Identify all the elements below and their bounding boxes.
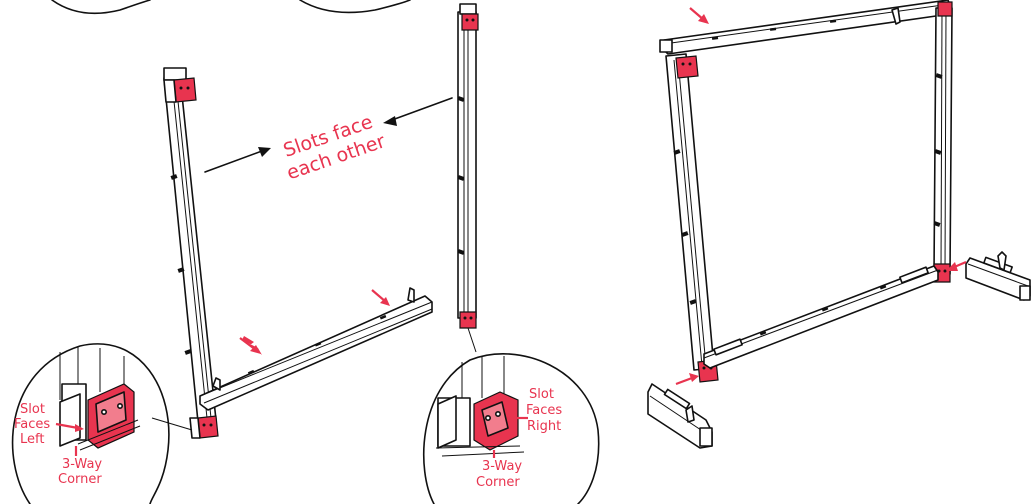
right-upright-post — [457, 3, 477, 319]
svg-text:3-Way: 3-Way — [482, 459, 522, 474]
svg-text:Slot: Slot — [529, 387, 554, 402]
right-detail-inset — [422, 327, 600, 504]
left-inset-corner-label: 3-Way Corner — [58, 457, 102, 487]
svg-text:Corner: Corner — [476, 475, 520, 490]
pink-arrow-left-foot — [675, 376, 693, 386]
left-post-bottom-corner — [189, 415, 219, 439]
right-foot — [965, 251, 1031, 301]
svg-text:Slot: Slot — [20, 402, 45, 417]
previous-step-circle-left — [51, 0, 151, 15]
frame-left-upright — [665, 53, 719, 383]
right-inset-corner-label: 3-Way Corner — [476, 459, 522, 490]
svg-text:Right: Right — [527, 419, 561, 434]
left-inset-slot-arrow — [55, 422, 79, 430]
frame-right-upright — [933, 1, 953, 283]
right-post-top-corner — [461, 13, 479, 31]
right-post-bottom-corner — [459, 311, 477, 329]
left-upright-post — [163, 67, 217, 423]
left-detail-inset — [11, 343, 193, 504]
svg-text:Left: Left — [20, 432, 44, 447]
svg-text:Corner: Corner — [58, 472, 102, 487]
svg-text:3-Way: 3-Way — [62, 457, 102, 472]
callout-arrow-right — [383, 97, 453, 126]
top-rail — [659, 0, 951, 55]
frame-bottom-rail — [703, 265, 939, 369]
svg-text:Faces: Faces — [526, 403, 562, 418]
previous-step-circle-right — [299, 0, 411, 14]
svg-text:Faces: Faces — [14, 417, 50, 432]
left-post-top-corner — [163, 77, 197, 103]
left-base-rail — [199, 287, 433, 411]
left-foot — [647, 383, 713, 449]
callout-arrow-left — [204, 147, 271, 173]
right-inset-slot-label: Slot Faces Right — [526, 387, 562, 434]
left-inset-slot-label: Slot Faces Left — [14, 402, 50, 447]
